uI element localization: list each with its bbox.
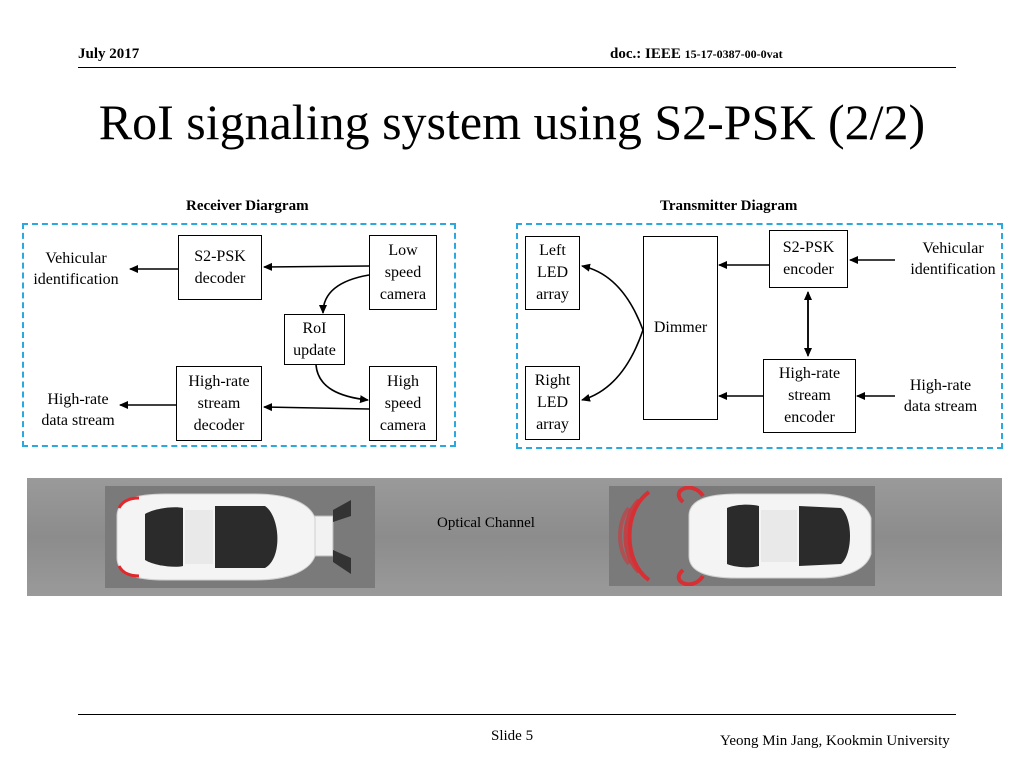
slide-number: Slide 5 [491,728,534,744]
receiver-diagram-title: Receiver Diargram [186,198,309,214]
tx-vehicular-identification-label: Vehicular identification [910,240,996,278]
footer-author: Yeong Min Jang, Kookmin University [720,733,950,749]
header-rule [78,67,956,68]
receiver-frame [22,223,456,447]
transmitter-frame [516,223,1003,449]
led-light-waves [618,486,705,586]
arrow-roi-to-highcam [315,364,369,404]
slide-title: RoI signaling system using S2-PSK (2/2) [98,94,926,150]
header-date: July 2017 [78,46,140,62]
tx-high-rate-data-stream-label: High-rate data stream [903,377,978,415]
dimmer-box: Dimmer [643,236,718,420]
arrow-dimmer-to-left-led [581,263,644,331]
transmitter-car-icon [618,486,872,586]
header-doc-id: doc.: IEEE 15-17-0387-00-0vat [610,46,783,63]
header-doc-prefix: doc.: IEEE [610,46,681,62]
transmitter-diagram-title: Transmitter Diagram [660,198,798,214]
arrow-highcam-to-streamdecoder [263,403,370,412]
arrow-lowcam-to-roi [319,274,370,314]
arrow-lowcam-to-decoder [263,262,370,271]
rx-high-rate-data-stream-label: High-rate data stream [41,391,115,429]
header-doc-number: 15-17-0387-00-0vat [684,47,783,61]
optical-channel-label: Optical Channel [437,515,535,531]
rx-vehicular-identification-label: Vehicular identification [33,250,119,288]
arrow-dimmer-to-right-led [581,329,644,402]
receiver-car-icon [116,493,351,581]
footer-rule [78,714,956,715]
